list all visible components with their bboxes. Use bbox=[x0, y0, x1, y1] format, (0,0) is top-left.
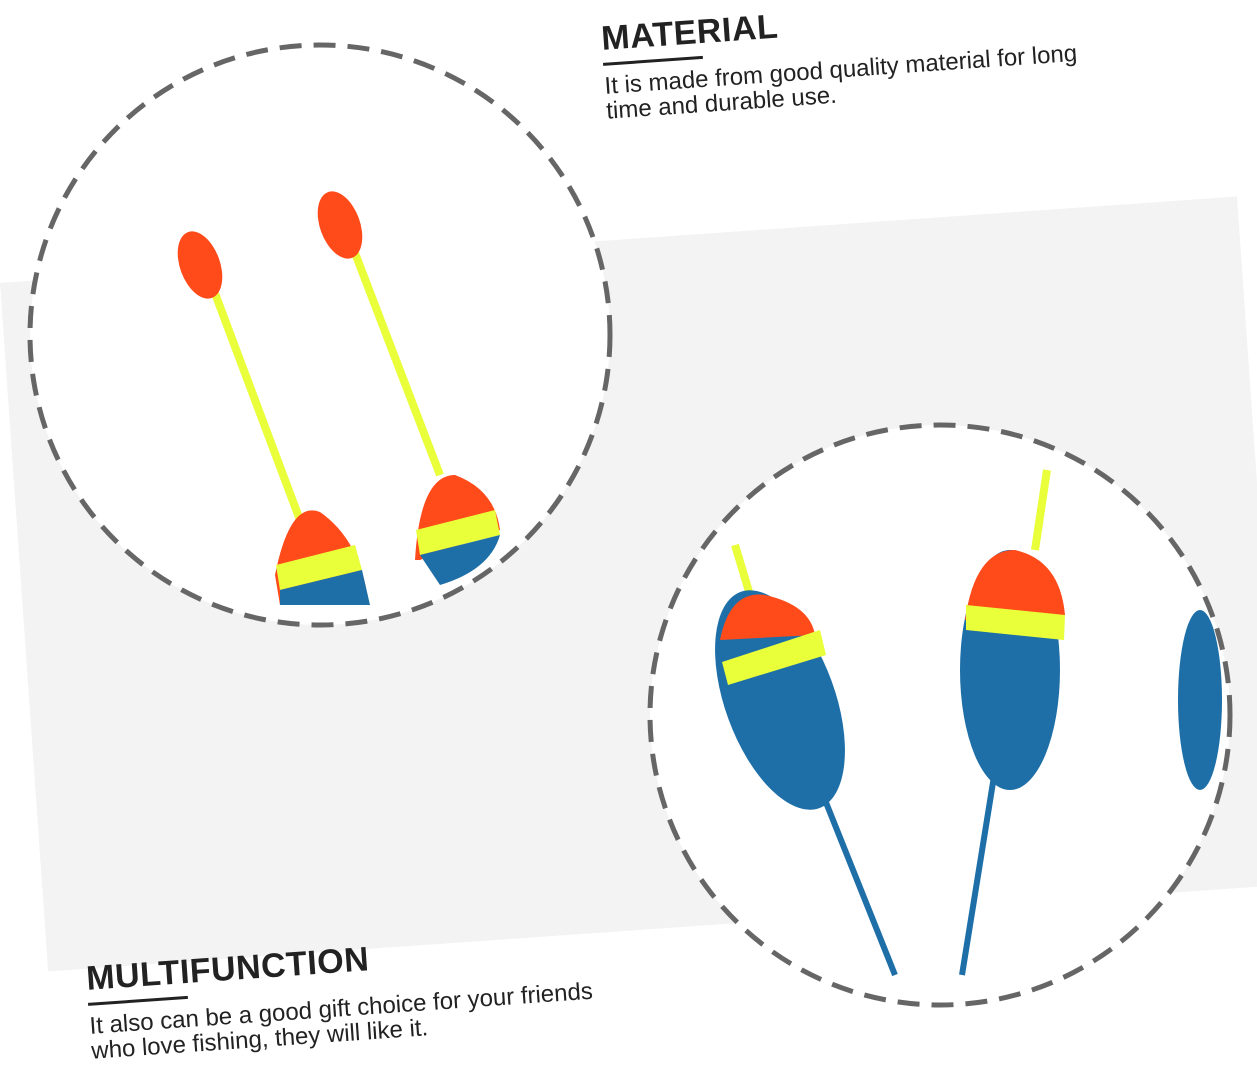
float-bottom-1 bbox=[715, 543, 898, 977]
detail-circle-bottom bbox=[647, 422, 1233, 1008]
float-bottom-3 bbox=[1178, 610, 1222, 790]
float-bottom-2 bbox=[959, 469, 1065, 976]
float-top-1 bbox=[177, 231, 370, 605]
float-top-2 bbox=[317, 191, 500, 585]
